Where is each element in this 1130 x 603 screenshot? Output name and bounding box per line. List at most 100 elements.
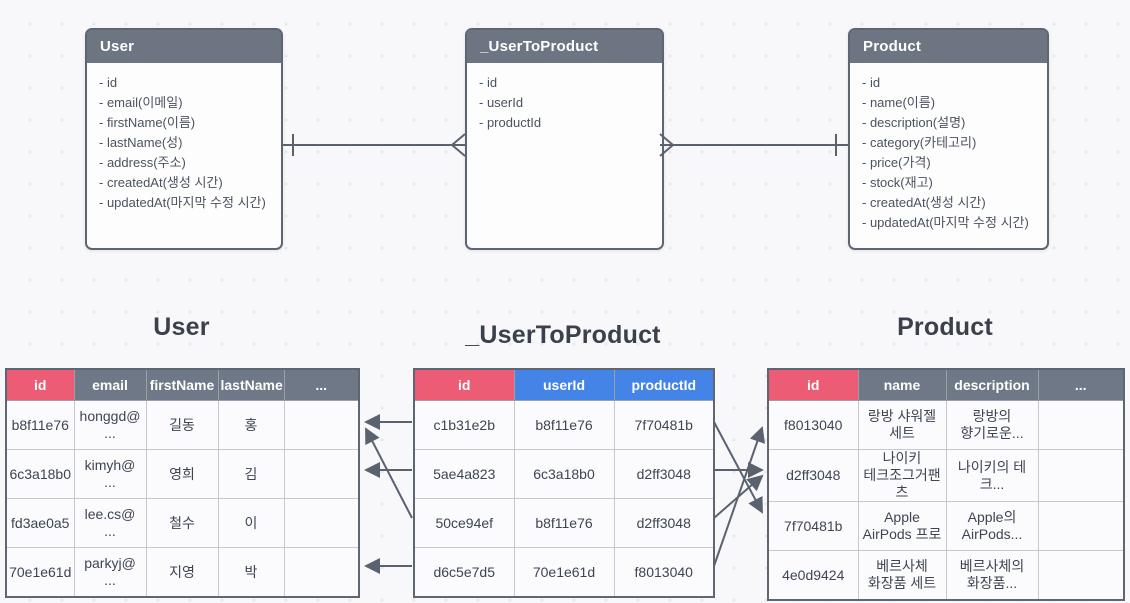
table-cell [283,547,360,598]
erd-field: - category(카테고리) [862,135,977,150]
column-header-description: description [945,368,1039,401]
table-row: 7f70481b Apple AirPods 프로 Apple의 AirPods… [767,501,1125,551]
erd-field: - id [99,75,118,90]
table-cell [283,498,360,548]
product-table: id name description ... f8013040 랑방 샤워젤 … [767,368,1125,601]
table-cell: Apple의 AirPods... [945,501,1039,551]
erd-field: - name(이름) [862,95,936,110]
table-cell [1037,400,1125,450]
column-header-id: id [767,368,859,401]
erd-entity-usertoproduct-title: _UserToProduct [467,30,662,63]
erd-field: - firstName(이름) [99,115,196,130]
table-row: 50ce94ef b8f11e76 d2ff3048 [413,498,715,548]
table-cell: 나이키 테크조그거팬츠 [857,449,947,502]
table-cell [1037,550,1125,601]
table-row: b8f11e76 honggd@ ... 길동 홍 [5,400,360,450]
table-cell: b8f11e76 [5,400,75,450]
table-cell: 6c3a18b0 [513,449,615,499]
row-link-arrows-product [713,421,765,567]
table-row: d6c5e7d5 70e1e61d f8013040 [413,547,715,598]
table-row: c1b31e2b b8f11e76 7f70481b [413,400,715,450]
erd-field: - updatedAt(마지막 수정 시간) [862,215,1029,230]
table-row: 4e0d9424 베르사체 화장품 세트 베르사체의 화장품... [767,550,1125,601]
erd-entity-user-title: User [87,30,281,63]
table-cell: 베르사체 화장품 세트 [857,550,947,601]
erd-field: - address(주소) [99,155,186,170]
erd-entity-user: User - id - email(이메일) - firstName(이름) -… [85,28,283,250]
table-cell: d2ff3048 [613,449,715,499]
table-cell: parkyj@ ... [73,547,147,598]
erd-entity-product-fields: - id - name(이름) - description(설명) - cate… [850,63,1047,233]
table-cell: 길동 [145,400,219,450]
erd-entity-product: Product - id - name(이름) - description(설명… [848,28,1049,250]
join-table-title: _UserToProduct [465,321,661,349]
erd-field: - description(설명) [862,115,966,130]
table-cell: kimyh@ ... [73,449,147,499]
erd-entity-product-title: Product [850,30,1047,63]
erd-field: - createdAt(생성 시간) [99,175,223,190]
table-cell: 6c3a18b0 [5,449,75,499]
erd-connector-join-product [659,133,848,157]
table-cell: Apple AirPods 프로 [857,501,947,551]
table-cell: 베르사체의 화장품... [945,550,1039,601]
table-cell: 박 [217,547,285,598]
table-cell [283,400,360,450]
table-cell: 70e1e61d [513,547,615,598]
table-cell: 4e0d9424 [767,550,859,601]
erd-field: - updatedAt(마지막 수정 시간) [99,195,266,210]
table-cell: 7f70481b [767,501,859,551]
table-row: 5ae4a823 6c3a18b0 d2ff3048 [413,449,715,499]
table-cell: 나이키의 테크... [945,449,1039,502]
table-cell: d2ff3048 [613,498,715,548]
table-cell: 5ae4a823 [413,449,515,499]
column-header-email: email [73,368,147,401]
table-cell: 랑방 샤워젤 세트 [857,400,947,450]
table-cell: c1b31e2b [413,400,515,450]
table-header-row: id userId productId [413,368,715,401]
product-table-title: Product [897,313,993,341]
table-cell: 이 [217,498,285,548]
erd-field: - id [862,75,881,90]
table-cell: 50ce94ef [413,498,515,548]
erd-field: - email(이메일) [99,95,183,110]
join-table: id userId productId c1b31e2b b8f11e76 7f… [413,368,715,598]
erd-entity-usertoproduct-fields: - id - userId - productId [467,63,662,133]
table-row: f8013040 랑방 샤워젤 세트 랑방의 향기로운... [767,400,1125,450]
erd-field: - stock(재고) [862,175,933,190]
column-header-firstname: firstName [145,368,219,401]
table-cell: honggd@ ... [73,400,147,450]
table-cell: 영희 [145,449,219,499]
erd-field: - lastName(성) [99,135,183,150]
table-header-row: id name description ... [767,368,1125,401]
table-row: 70e1e61d parkyj@ ... 지영 박 [5,547,360,598]
erd-field: - id [479,75,498,90]
column-header-userid: userId [513,368,615,401]
table-cell: lee.cs@ ... [73,498,147,548]
table-cell: 랑방의 향기로운... [945,400,1039,450]
table-cell [283,449,360,499]
erd-entity-user-fields: - id - email(이메일) - firstName(이름) - last… [87,63,281,213]
table-cell: 홍 [217,400,285,450]
table-cell: 김 [217,449,285,499]
erd-field: - userId [479,95,524,110]
table-cell: d2ff3048 [767,449,859,502]
table-row: 6c3a18b0 kimyh@ ... 영희 김 [5,449,360,499]
table-cell [1037,449,1125,502]
table-cell: 지영 [145,547,219,598]
table-header-row: id email firstName lastName ... [5,368,360,401]
erd-field: - createdAt(생성 시간) [862,195,986,210]
table-row: d2ff3048 나이키 테크조그거팬츠 나이키의 테크... [767,449,1125,502]
column-header-name: name [857,368,947,401]
column-header-more: ... [1037,368,1125,401]
erd-entity-usertoproduct: _UserToProduct - id - userId - productId [465,28,664,250]
erd-connector-user-join [281,133,466,157]
table-cell: 철수 [145,498,219,548]
table-cell: fd3ae0a5 [5,498,75,548]
column-header-more: ... [283,368,360,401]
table-cell [1037,501,1125,551]
column-header-lastname: lastName [217,368,285,401]
column-header-productid: productId [613,368,715,401]
user-table: id email firstName lastName ... b8f11e76… [5,368,360,598]
column-header-id: id [5,368,75,401]
